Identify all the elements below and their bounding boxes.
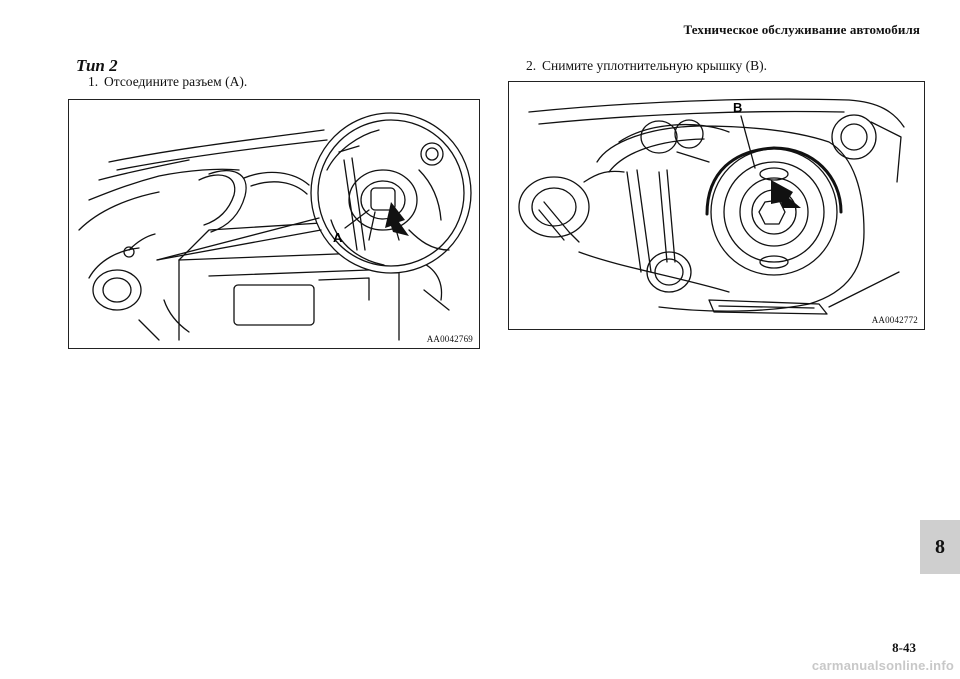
type-heading: Тип 2 — [76, 56, 118, 75]
removal-arrow-icon — [385, 202, 409, 236]
section-header: Техническое обслуживание автомобиля — [683, 22, 920, 37]
removal-arrow-icon — [771, 180, 801, 208]
page-number: 8-43 — [892, 640, 916, 655]
callout-label-a: A — [333, 230, 343, 245]
figure-connector-removal: A AA0042769 — [68, 99, 480, 349]
step-text: Снимите уплотнительную крышку (B). — [542, 58, 767, 73]
step-2: 2. Снимите уплотнительную крышку (B). — [526, 58, 767, 74]
watermark: carmanualsonline.info — [811, 658, 954, 673]
step-number: 2. — [526, 58, 537, 73]
headlamp-seal-cover-illustration: B — [518, 98, 905, 315]
step-1: 1. Отсоедините разъем (A). — [88, 74, 247, 90]
chapter-tab: 8 — [920, 520, 960, 574]
figure-seal-cover-removal: B AA0042772 — [508, 81, 925, 330]
headlamp-connector-illustration: A — [78, 112, 472, 341]
step-number: 1. — [88, 74, 99, 89]
figure-code: AA0042769 — [426, 334, 473, 344]
callout-label-b: B — [733, 100, 742, 115]
step-text: Отсоедините разъем (A). — [104, 74, 248, 89]
figure-code: AA0042772 — [871, 315, 918, 325]
